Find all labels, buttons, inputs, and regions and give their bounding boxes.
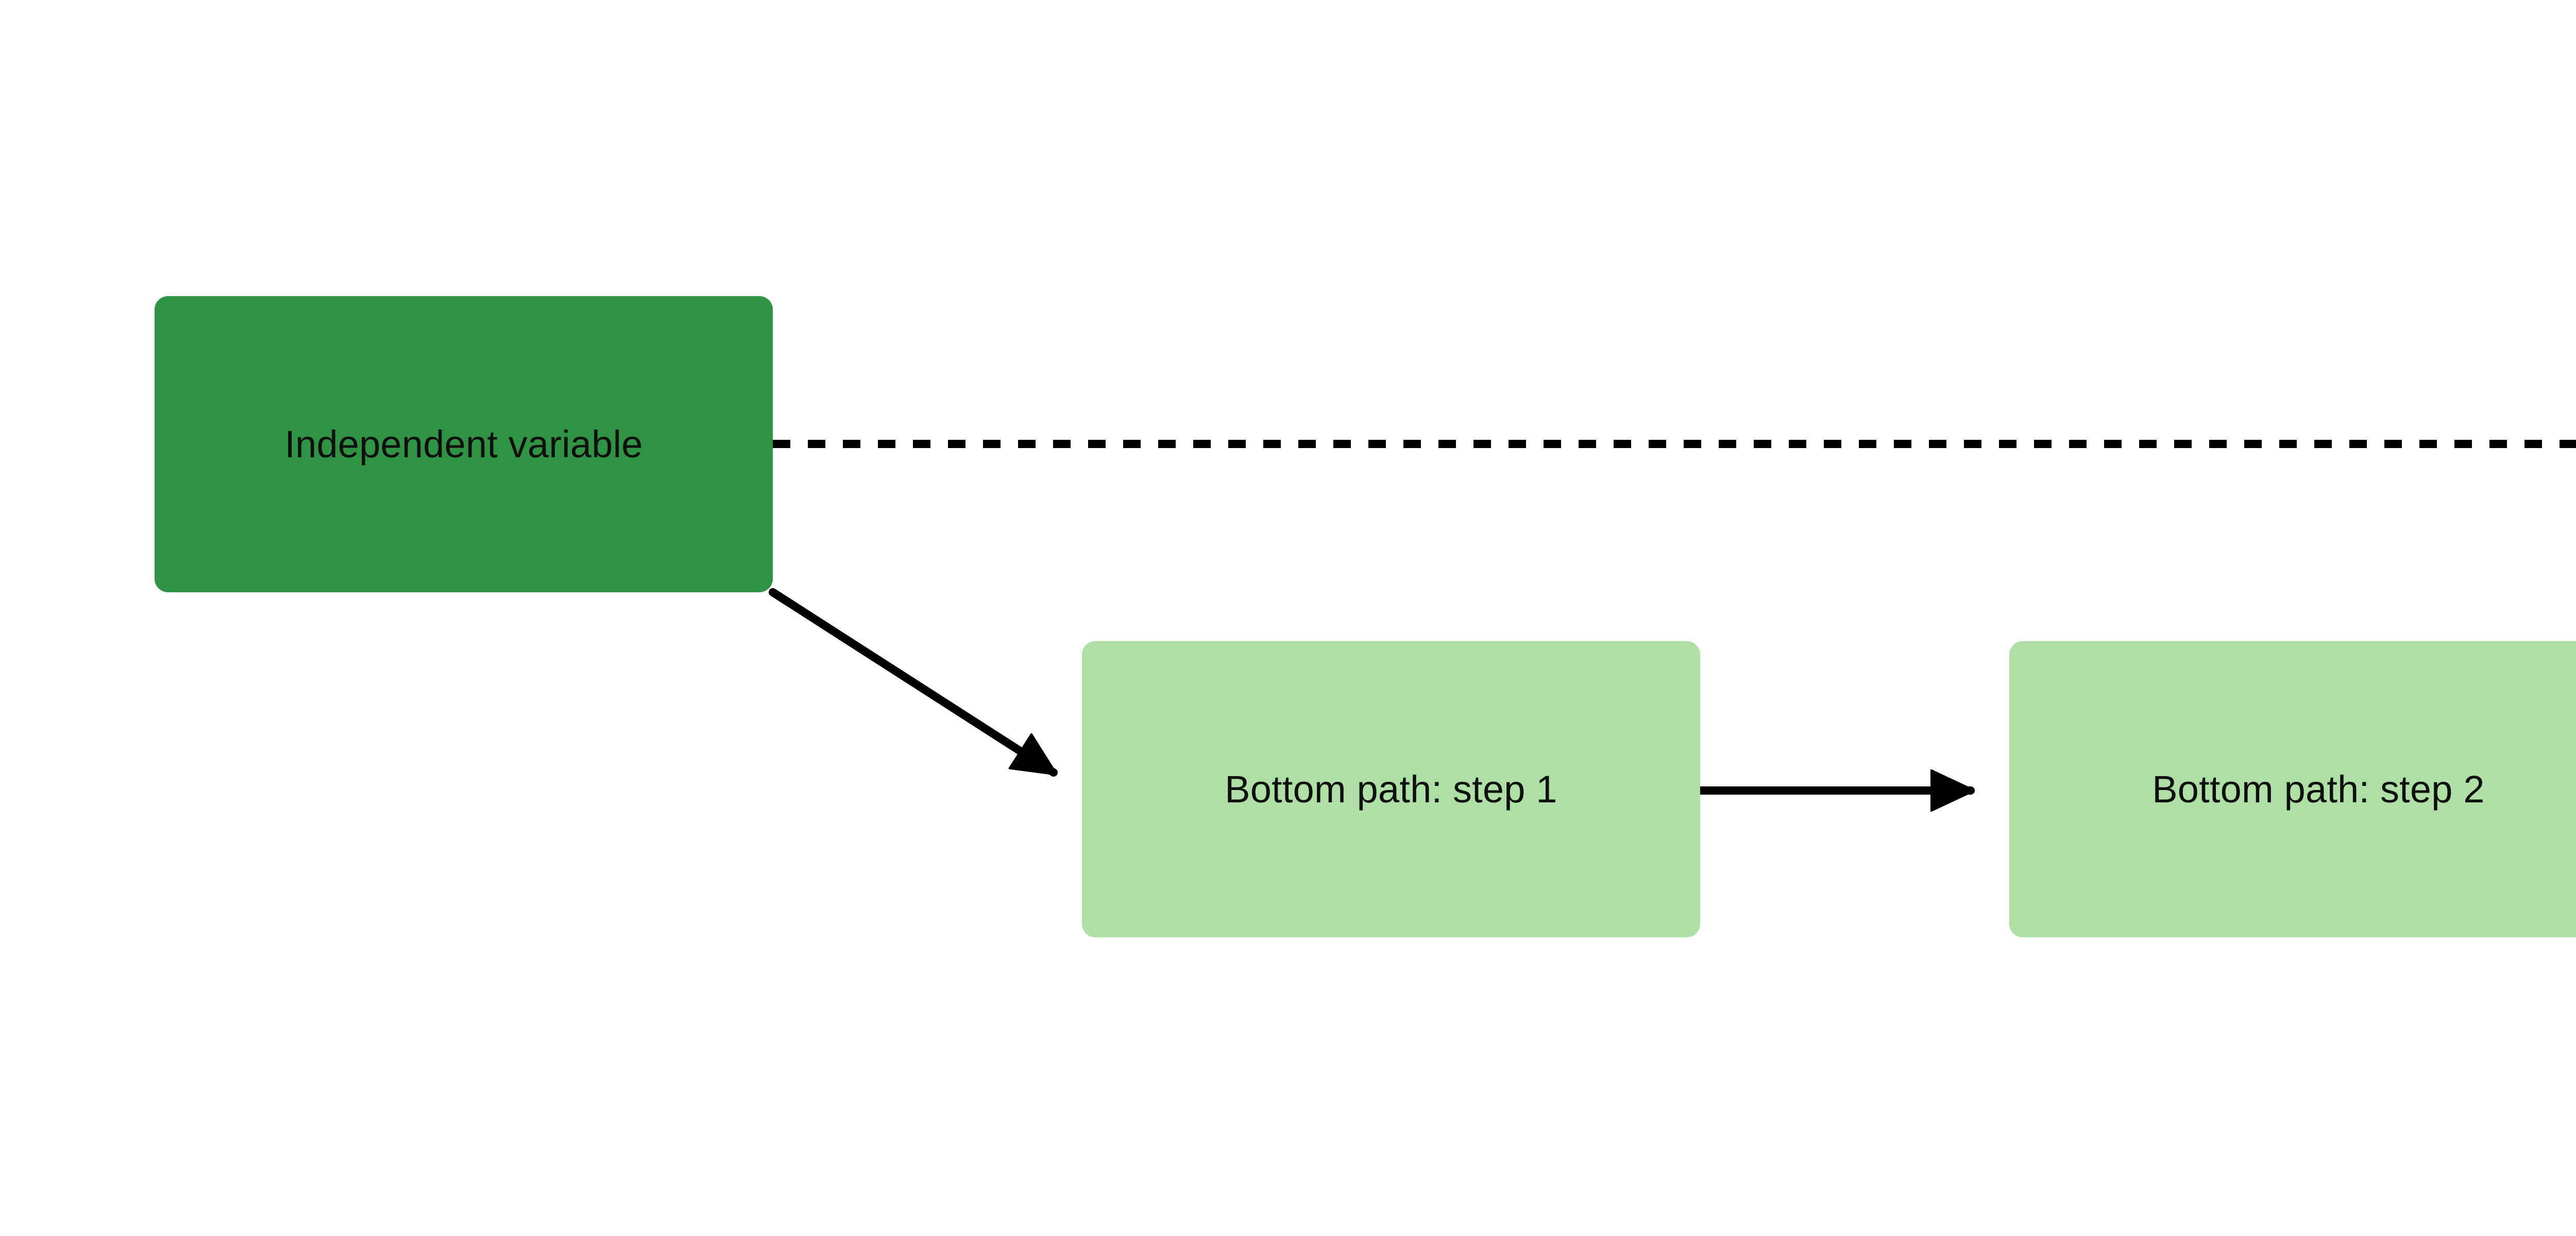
edge-independent-to-step1 [769,588,1058,777]
node-bottom-path-step-1[interactable]: Bottom path: step 1 [1082,641,1700,937]
node-independent-variable-label: Independent variable [284,422,643,466]
node-bottom-path-step-2[interactable]: Bottom path: step 2 [2009,641,2576,937]
node-independent-variable[interactable]: Independent variable [155,296,773,592]
node-bottom-path-step-1-label: Bottom path: step 1 [1225,767,1557,811]
node-bottom-path-step-2-label: Bottom path: step 2 [2152,767,2485,811]
